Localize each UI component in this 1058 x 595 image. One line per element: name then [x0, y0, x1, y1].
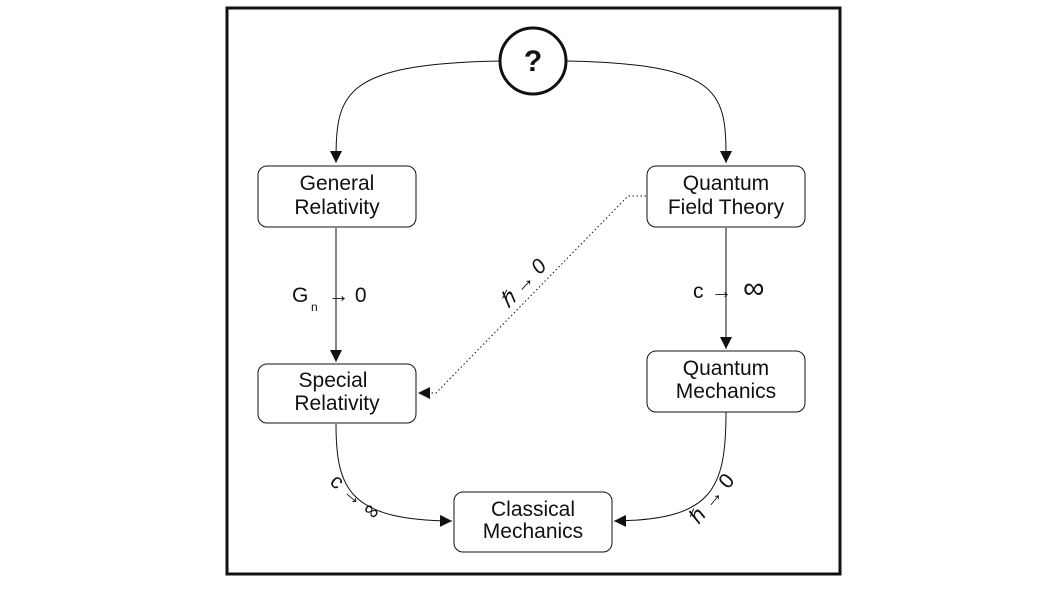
quantum-mechanics-line2: Mechanics — [676, 380, 776, 403]
edge-qft-to-special-relativity-dotted — [418, 195, 646, 399]
quantum-field-theory-line2: Field Theory — [668, 196, 785, 219]
edge-root-to-general-relativity — [330, 60, 500, 164]
special-relativity-line1: Special — [299, 369, 368, 392]
edge-quantum-mechanics-to-classical — [613, 411, 727, 527]
qm-to-cm-limit-label: ℏ → 0 — [685, 469, 740, 528]
newton-constant-limit: → 0 — [328, 284, 367, 307]
general-relativity-node: General Relativity — [257, 165, 417, 228]
quantum-mechanics-node: Quantum Mechanics — [646, 350, 806, 413]
classical-mechanics-node: Classical Mechanics — [453, 491, 613, 553]
speed-of-light-symbol: c — [693, 280, 704, 303]
diagram-frame — [225, 6, 842, 576]
speed-of-light-arrow: → — [711, 280, 732, 303]
qft-to-qm-limit-label: c → ∞ — [693, 272, 764, 305]
gr-to-sr-limit-label: G n → 0 — [292, 284, 367, 314]
edge-root-to-quantum-field-theory — [566, 60, 732, 164]
general-relativity-line2: Relativity — [294, 196, 380, 219]
classical-mechanics-line2: Mechanics — [483, 520, 583, 543]
quantum-field-theory-line1: Quantum — [683, 172, 769, 195]
special-relativity-node: Special Relativity — [257, 363, 417, 424]
edge-special-relativity-to-classical — [335, 423, 453, 527]
unknown-theory-node: ? — [498, 26, 568, 96]
classical-mechanics-line1: Classical — [491, 498, 575, 521]
infinity-symbol: ∞ — [743, 272, 764, 305]
quantum-field-theory-node: Quantum Field Theory — [646, 165, 806, 228]
unknown-theory-label: ? — [524, 45, 542, 78]
quantum-mechanics-line1: Quantum — [683, 357, 769, 380]
newton-constant-symbol: G — [292, 284, 308, 307]
newton-constant-subscript: n — [311, 300, 318, 314]
general-relativity-line1: General — [300, 172, 375, 195]
sr-to-cm-limit-label: c → ∞ — [326, 470, 385, 525]
special-relativity-line2: Relativity — [294, 392, 380, 415]
